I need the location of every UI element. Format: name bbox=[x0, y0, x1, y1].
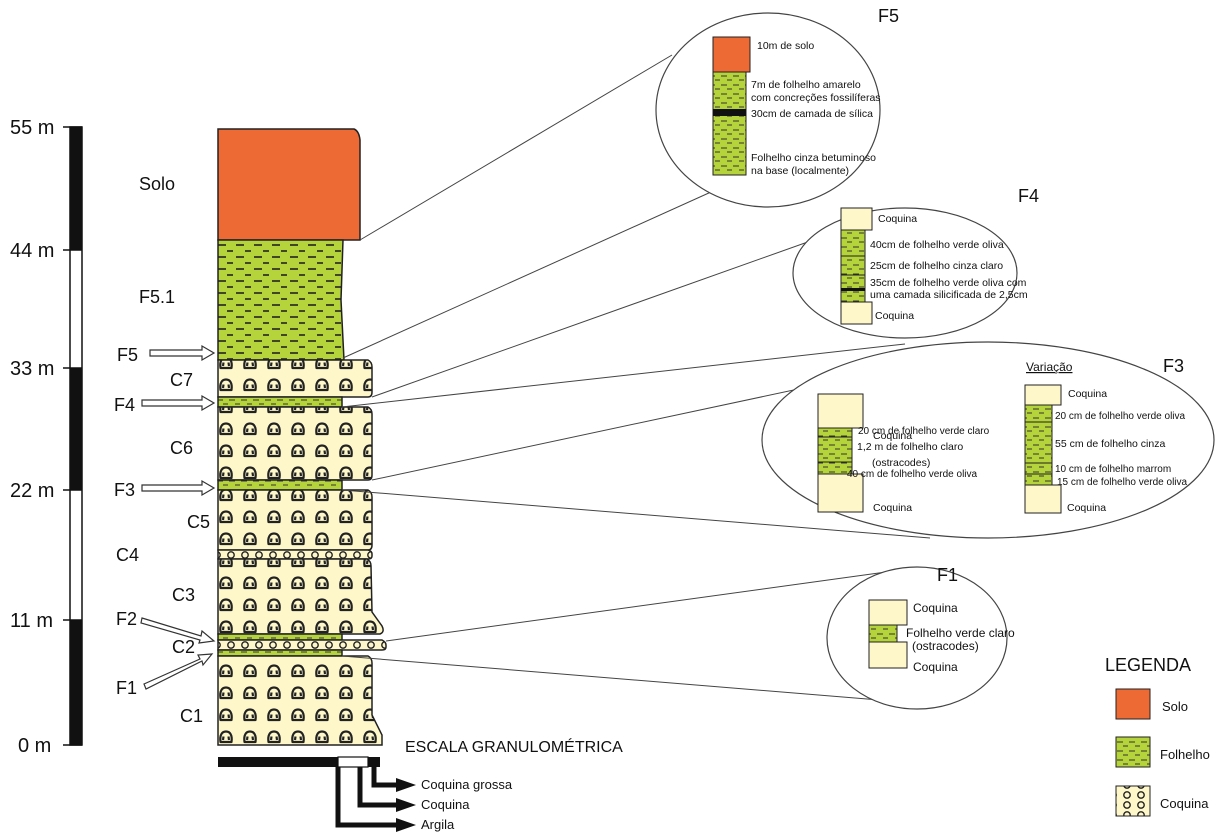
detail-f1-line-coquina-top: Coquina bbox=[913, 601, 958, 615]
detail-f5-line-base: na base (localmente) bbox=[751, 165, 849, 177]
detail-f5-line-folhelho-cinza: Folhelho cinza betuminoso bbox=[751, 152, 876, 164]
detail-f3-right-coquina-bottom: Coquina bbox=[1067, 502, 1106, 514]
grain-item-argila: Argila bbox=[421, 817, 455, 832]
marker-label-f4: F4 bbox=[114, 395, 135, 415]
detail-f4-title: F4 bbox=[1018, 186, 1039, 206]
detail-ellipse-f4: F4 Coquina 40cm de folhelho verde oliva … bbox=[792, 186, 1039, 339]
marker-arrow-f1 bbox=[143, 653, 214, 690]
detail-f3-right-coquina-top: Coquina bbox=[1068, 388, 1107, 400]
detail-f1-line-coquina-bottom: Coquina bbox=[913, 660, 958, 674]
detail-f4-line-40cm: 40cm de folhelho verde oliva bbox=[870, 239, 1004, 251]
detail-f1-line-folhelho: Folhelho verde claro bbox=[906, 626, 1015, 640]
detail-f3-left-20cm: 20 cm de folhelho verde claro bbox=[858, 426, 990, 437]
detail-f3-left-40cm: 40 cm de folhelho verde oliva bbox=[847, 469, 978, 480]
detail-ellipse-f5: F5 10m de solo 7m de folhelho amarelo co… bbox=[655, 6, 899, 208]
legend: LEGENDA Solo Folhelho Coquina bbox=[1105, 655, 1210, 817]
marker-arrow-f5 bbox=[149, 344, 216, 362]
detail-f5-line-solo: 10m de solo bbox=[757, 40, 814, 52]
scale-label-11m: 11 m bbox=[10, 610, 53, 632]
layer-c7-coquina bbox=[217, 359, 373, 398]
detail-f5-line-silica: 30cm de camada de sílica bbox=[751, 108, 873, 120]
scale-label-44m: 44 m bbox=[10, 240, 54, 262]
marker-label-f2: F2 bbox=[116, 609, 137, 629]
vertical-scale-bar: 0 m 11 m 22 m 33 m 44 m 55 m bbox=[10, 117, 83, 757]
marker-arrow-f4 bbox=[141, 394, 216, 412]
detail-f5-line-folhelho-amarelo: 7m de folhelho amarelo bbox=[751, 79, 861, 91]
layer-c5-coquina bbox=[217, 489, 373, 551]
layer-f5-1-shale bbox=[217, 239, 345, 361]
unit-label-c2: C2 bbox=[172, 637, 195, 657]
marker-label-f5: F5 bbox=[117, 345, 138, 365]
legend-label-coquina: Coquina bbox=[1160, 796, 1209, 811]
layer-f1-shale bbox=[217, 649, 343, 657]
unit-label-c4: C4 bbox=[116, 545, 139, 565]
unit-label-c1: C1 bbox=[180, 706, 203, 726]
scale-label-22m: 22 m bbox=[10, 480, 54, 502]
unit-label-c7: C7 bbox=[170, 370, 193, 390]
detail-f3-left-coquina-top: Coquina bbox=[873, 430, 912, 442]
detail-f5-title: F5 bbox=[878, 6, 899, 26]
scale-label-0m: 0 m bbox=[18, 735, 51, 757]
detail-f3-left-ostracodes: (ostracodes) bbox=[872, 457, 930, 469]
detail-f3-left-1-2m: 1,2 m de folhelho claro bbox=[857, 441, 963, 453]
marker-arrow-f3 bbox=[141, 479, 216, 497]
detail-f3-variation-label: Variação bbox=[1026, 360, 1073, 374]
unit-label-c6: C6 bbox=[170, 438, 193, 458]
layer-c6-coquina bbox=[217, 406, 373, 481]
detail-f3-left-coquina-bottom: Coquina bbox=[873, 502, 912, 514]
layer-f3-shale bbox=[217, 479, 343, 491]
detail-f5-line-concrecoes: com concreções fossilíferas bbox=[751, 92, 881, 104]
detail-ellipse-f3: F3 Variação Coquina 20 cm de folhelho ve… bbox=[761, 341, 1215, 539]
grain-scale: ESCALA GRANULOMÉTRICA Coquina grossa Coq… bbox=[218, 737, 623, 832]
legend-swatch-solo bbox=[1115, 688, 1151, 720]
legend-label-solo: Solo bbox=[1162, 699, 1188, 714]
marker-arrows bbox=[140, 344, 216, 690]
unit-labels: Solo F5.1 C7 C6 C5 C4 C3 C2 C1 bbox=[116, 174, 210, 726]
layer-solo bbox=[217, 128, 361, 241]
detail-f4-line-coquina-bottom: Coquina bbox=[875, 310, 914, 322]
detail-f4-line-coquina-top: Coquina bbox=[878, 213, 917, 225]
stratigraphic-column bbox=[217, 128, 387, 746]
detail-f3-right-55cm: 55 cm de folhelho cinza bbox=[1055, 438, 1165, 450]
detail-f1-title: F1 bbox=[937, 565, 958, 585]
detail-f3-right-15cm: 15 cm de folhelho verde oliva bbox=[1057, 477, 1188, 488]
marker-labels: F5 F4 F3 F2 F1 bbox=[114, 345, 138, 698]
scale-label-55m: 55 m bbox=[10, 117, 54, 139]
detail-f4-line-25cm: 25cm de folhelho cinza claro bbox=[870, 260, 1003, 272]
unit-label-f5-1: F5.1 bbox=[139, 287, 175, 307]
marker-label-f1: F1 bbox=[116, 678, 137, 698]
detail-ellipse-f1: F1 Coquina Folhelho verde claro (ostraco… bbox=[826, 565, 1015, 710]
detail-f4-line-silicificada: uma camada silicificada de 2,5cm bbox=[870, 289, 1028, 301]
layer-c4-coquina bbox=[217, 549, 373, 560]
layer-f2-shale bbox=[217, 633, 343, 641]
legend-title: LEGENDA bbox=[1105, 655, 1191, 675]
scale-label-33m: 33 m bbox=[10, 358, 54, 380]
detail-f3-title: F3 bbox=[1163, 356, 1184, 376]
unit-label-c5: C5 bbox=[187, 512, 210, 532]
legend-swatch-folhelho bbox=[1115, 736, 1151, 768]
grain-item-coquina-grossa: Coquina grossa bbox=[421, 777, 513, 792]
detail-f3-right-10cm: 10 cm de folhelho marrom bbox=[1055, 464, 1171, 475]
unit-label-solo: Solo bbox=[139, 174, 175, 194]
grain-scale-title: ESCALA GRANULOMÉTRICA bbox=[405, 737, 623, 756]
layer-c1-coquina bbox=[217, 655, 383, 746]
legend-label-folhelho: Folhelho bbox=[1160, 747, 1210, 762]
marker-label-f3: F3 bbox=[114, 480, 135, 500]
layer-c2-coquina bbox=[217, 639, 387, 651]
grain-item-coquina: Coquina bbox=[421, 797, 470, 812]
marker-arrow-f2 bbox=[140, 617, 216, 644]
detail-f3-right-20cm: 20 cm de folhelho verde oliva bbox=[1055, 411, 1186, 422]
layer-f4-shale bbox=[217, 396, 343, 408]
detail-f4-line-35cm: 35cm de folhelho verde oliva com bbox=[870, 277, 1027, 289]
detail-f1-line-ostracodes: (ostracodes) bbox=[912, 639, 979, 653]
connector-lines bbox=[341, 54, 931, 704]
unit-label-c3: C3 bbox=[172, 585, 195, 605]
layer-c3-coquina bbox=[217, 558, 384, 635]
legend-swatch-coquina bbox=[1115, 785, 1151, 817]
